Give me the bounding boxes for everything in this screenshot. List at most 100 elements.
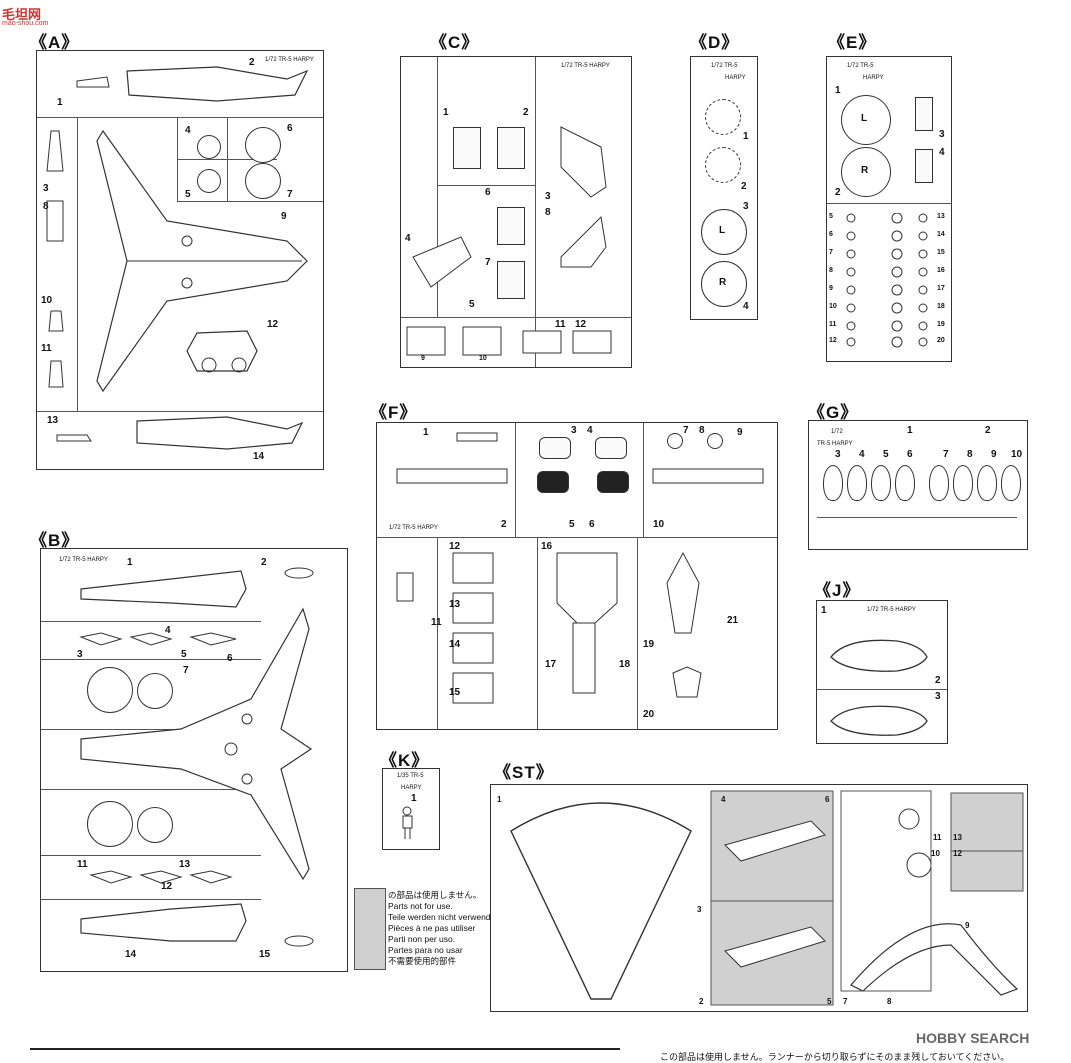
part-num: 12 xyxy=(575,319,587,330)
part-e-4 xyxy=(915,149,933,183)
sprue-c-drawing xyxy=(406,126,612,356)
part-num: 7 xyxy=(829,249,833,256)
watermark-text: 毛坦网 xyxy=(2,7,42,22)
sprue-k-figure xyxy=(402,806,413,839)
letter-r: R xyxy=(719,277,727,288)
part-num: 1 xyxy=(423,427,429,438)
part-num: 10 xyxy=(1011,449,1023,460)
part-num: 1 xyxy=(835,85,841,96)
part-num: 10 xyxy=(931,849,940,858)
part-num: 1 xyxy=(743,131,749,142)
part-num: 1 xyxy=(497,795,502,804)
part-num: 10 xyxy=(41,295,53,306)
part-num: 8 xyxy=(829,267,833,274)
part-num: 18 xyxy=(619,659,631,670)
part-num: 2 xyxy=(523,107,529,118)
part-g-7 xyxy=(929,465,949,501)
part-num: 4 xyxy=(743,301,749,312)
part-g-6 xyxy=(895,465,915,501)
part-e-3 xyxy=(915,97,933,131)
part-num: 9 xyxy=(991,449,997,460)
sprue-b-tag: 1/72 TR-5 HARPY xyxy=(59,557,108,563)
sprue-k-tag2: HARPY xyxy=(401,785,422,791)
sprue-f-drawing xyxy=(396,432,764,704)
part-f-4 xyxy=(595,437,627,459)
part-num: 17 xyxy=(937,285,945,292)
sprue-d-tag2: HARPY xyxy=(725,75,746,81)
sprue-j-tag: 1/72 TR-5 HARPY xyxy=(867,607,916,613)
part-f-5 xyxy=(537,471,569,493)
part-d-2 xyxy=(705,147,741,183)
part-d-3 xyxy=(701,209,747,255)
part-f-7 xyxy=(667,433,683,449)
part-num: 7 xyxy=(843,997,848,1006)
part-b-round2 xyxy=(137,807,173,843)
part-num: 14 xyxy=(937,231,945,238)
part-g-8 xyxy=(953,465,973,501)
part-num: 4 xyxy=(939,147,945,158)
part-num: 2 xyxy=(935,675,941,686)
sprue-a-tag: 1/72 TR-5 HARPY xyxy=(265,57,314,63)
part-num: 4 xyxy=(405,233,411,244)
part-num: 11 xyxy=(41,343,52,354)
part-num: 19 xyxy=(937,321,945,328)
sprue-a-drawing xyxy=(46,66,309,450)
part-g-4 xyxy=(847,465,867,501)
part-b-round xyxy=(137,673,173,709)
part-num: 12 xyxy=(267,319,279,330)
part-num: 8 xyxy=(967,449,973,460)
part-num: 7 xyxy=(485,257,491,268)
part-c-6 xyxy=(497,207,525,245)
sprue-st-frame: 1 2 3 4 5 6 7 8 9 10 11 12 13 xyxy=(490,784,1028,1012)
part-f-3 xyxy=(539,437,571,459)
sprue-k-title: 《K》 xyxy=(380,751,430,770)
part-c-7 xyxy=(497,261,525,299)
part-num: 12 xyxy=(953,849,962,858)
sprue-d-tag: 1/72 TR-5 xyxy=(711,63,738,69)
sprue-e-tag: 1/72 TR-5 xyxy=(847,63,874,69)
part-num: 10 xyxy=(479,355,487,362)
part-f-8 xyxy=(707,433,723,449)
sprue-b-title: 《B》 xyxy=(30,531,80,550)
bottom-instruction-text: この部品は使用しません。ランナーから切り取らずにそのまま残しておいてください。 xyxy=(660,1052,1010,1062)
part-a-6 xyxy=(245,127,281,163)
sprue-f-frame: 1/72 TR-5 HARPY 1 2 3 4 5 6 7 8 9 10 11 … xyxy=(376,422,778,730)
part-num: 16 xyxy=(541,541,553,552)
sprue-g-title: 《G》 xyxy=(808,403,859,422)
part-num: 16 xyxy=(937,267,945,274)
part-num: 1 xyxy=(443,107,449,118)
sprue-d-frame: 1/72 TR-5 HARPY L R 1 2 3 4 xyxy=(690,56,758,320)
part-num: 11 xyxy=(431,617,442,628)
part-g-10 xyxy=(1001,465,1021,501)
sprue-a-title: 《A》 xyxy=(30,33,80,52)
part-num: 5 xyxy=(829,213,833,220)
part-g-3 xyxy=(823,465,843,501)
part-num: 15 xyxy=(937,249,945,256)
hobby-search-watermark: HOBBY SEARCH xyxy=(916,1030,1029,1046)
part-num: 11 xyxy=(933,833,942,842)
part-num: 12 xyxy=(449,541,461,552)
part-num: 12 xyxy=(161,881,173,892)
sprue-a-frame: 1/72 TR-5 HARPY 1 2 3 4 5 6 7 8 9 10 11 … xyxy=(36,50,324,470)
part-num: 6 xyxy=(589,519,595,530)
part-num: 20 xyxy=(937,337,945,344)
part-num: 7 xyxy=(183,665,189,676)
part-num: 1 xyxy=(907,425,913,436)
part-num: 14 xyxy=(253,451,265,462)
sprue-g-frame: 1/72 TR-5 HARPY 1 2 3 4 5 6 7 8 9 10 xyxy=(808,420,1028,550)
part-num: 17 xyxy=(545,659,557,670)
part-num: 21 xyxy=(727,615,739,626)
part-num: 7 xyxy=(287,189,293,200)
part-e-L xyxy=(841,95,891,145)
part-num: 3 xyxy=(697,905,702,914)
part-num: 8 xyxy=(545,207,551,218)
part-num: 2 xyxy=(249,57,255,68)
part-g-5 xyxy=(871,465,891,501)
part-num: 8 xyxy=(43,201,49,212)
sprue-st-drawing xyxy=(510,790,1024,1006)
part-num: 10 xyxy=(653,519,665,530)
part-num: 11 xyxy=(555,319,566,330)
letter-l: L xyxy=(719,225,726,236)
part-num: 9 xyxy=(737,427,743,438)
legend-swatch xyxy=(354,888,386,970)
